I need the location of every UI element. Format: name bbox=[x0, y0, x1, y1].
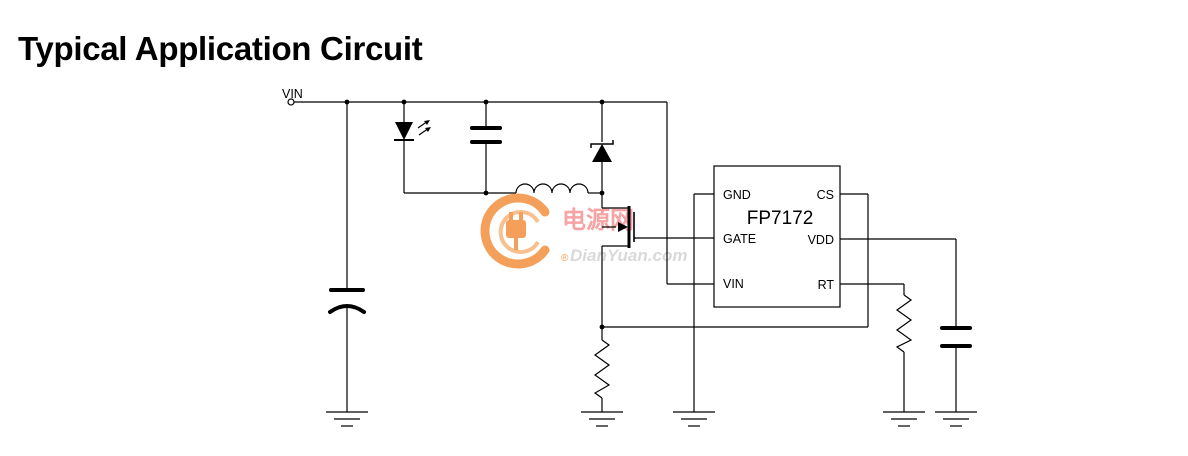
wires bbox=[287, 98, 957, 412]
vdd-capacitor bbox=[940, 326, 972, 348]
ground-symbols bbox=[326, 411, 977, 427]
watermark-registered-mark: ® bbox=[561, 253, 569, 264]
schottky-diode-icon bbox=[590, 140, 614, 162]
rt-resistor-icon bbox=[895, 294, 913, 353]
input-vin-label: VIN bbox=[282, 87, 303, 101]
input-capacitor bbox=[328, 288, 366, 314]
ground-icon bbox=[673, 411, 715, 427]
inductor-icon bbox=[515, 183, 589, 194]
ic-name: FP7172 bbox=[747, 208, 814, 229]
ground-icon bbox=[581, 411, 623, 427]
watermark-logo-icon bbox=[480, 193, 550, 269]
ground-icon bbox=[326, 411, 368, 427]
ic-pin-rt: RT bbox=[818, 278, 835, 292]
ic-pin-gate: GATE bbox=[723, 232, 756, 246]
ground-icon bbox=[935, 411, 977, 427]
mosfet-icon bbox=[602, 206, 636, 248]
watermark-en: DianYuan.com bbox=[570, 246, 687, 265]
led-icon bbox=[394, 120, 431, 141]
watermark: 电源网 DianYuan.com ® bbox=[480, 193, 687, 269]
ic-pin-vin: VIN bbox=[723, 277, 744, 291]
ic-pin-gnd: GND bbox=[723, 188, 751, 202]
sense-resistor-icon bbox=[593, 339, 611, 399]
output-capacitor bbox=[470, 126, 502, 144]
ic-pin-vdd: VDD bbox=[808, 233, 834, 247]
junctions bbox=[344, 99, 605, 330]
page-title: Typical Application Circuit bbox=[18, 30, 423, 67]
watermark-cn: 电源网 bbox=[562, 206, 634, 234]
ic-fp7172: FP7172 GND GATE VIN CS VDD RT bbox=[713, 165, 841, 308]
ic-pin-cs: CS bbox=[817, 188, 834, 202]
ground-icon bbox=[883, 411, 925, 427]
